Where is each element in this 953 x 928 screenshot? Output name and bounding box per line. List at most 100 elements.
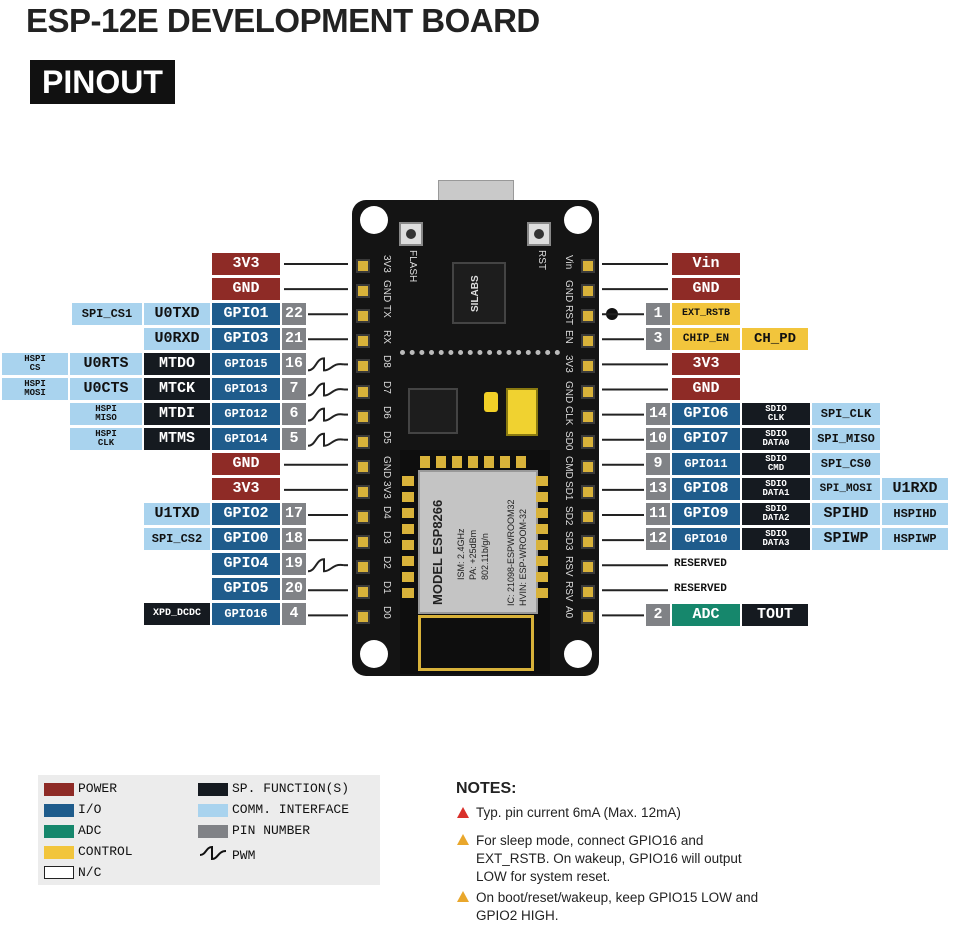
ctrl-ch-pd: CH_PD (742, 328, 808, 350)
pinnum-18: 18 (282, 528, 306, 550)
pin-gnd-top-left: GND (212, 278, 280, 300)
reserved-1: RESERVED (674, 558, 727, 570)
reset-button[interactable] (527, 222, 551, 246)
usb-uart-chip (452, 262, 506, 324)
pwm-icon (307, 432, 345, 447)
warning-red-icon (457, 807, 469, 818)
sp-tout: TOUT (742, 604, 808, 626)
io-gpio0: GPIO0 (212, 528, 280, 550)
io-gpio15: GPIO15 (212, 353, 280, 375)
mount-hole (564, 640, 592, 668)
pinnum-10: 10 (646, 428, 670, 450)
pinnum-5: 5 (282, 428, 306, 450)
module-pad (536, 556, 548, 566)
header-pin-right (581, 384, 595, 399)
comm-hspihd: HSPIHD (882, 503, 948, 525)
flash-button[interactable] (399, 222, 423, 246)
sp-mtms: MTMS (144, 428, 210, 450)
legend-comm: COMM. INTERFACE (232, 802, 350, 817)
module-pad (452, 456, 462, 468)
header-pin-right (581, 510, 595, 524)
comm-spi-miso: SPI_MISO (812, 428, 880, 450)
sp-xpd-dcdc: XPD_DCDC (144, 603, 210, 625)
pinnum-2: 2 (646, 604, 670, 626)
pinnum-22: 22 (282, 303, 306, 325)
warning-orange-icon (457, 891, 469, 902)
comm-spihd: SPIHD (812, 503, 880, 525)
io-gpio11: GPIO11 (672, 453, 740, 475)
module-pad (402, 524, 414, 534)
sp-mtdo: MTDO (144, 353, 210, 375)
legend-swatch-power (44, 783, 74, 796)
io-gpio1: GPIO1 (212, 303, 280, 325)
pin-gnd-top-right: GND (672, 278, 740, 300)
pinnum-20: 20 (282, 578, 306, 600)
comm-u0cts: U0CTS (70, 378, 142, 400)
pin-3v3-top-left: 3V3 (212, 253, 280, 275)
header-pin-right (581, 535, 595, 550)
pin-vin-right: Vin (672, 253, 740, 275)
legend: POWER I/O ADC CONTROL N/C SP. FUNCTION(S… (38, 775, 380, 885)
pinnum-6: 6 (282, 403, 306, 425)
module-pad (402, 556, 414, 566)
header-pin-right (581, 434, 595, 449)
pinnum-21: 21 (282, 328, 306, 350)
module-pad (536, 492, 548, 502)
module-pad (402, 476, 414, 486)
header-pin-right (581, 459, 595, 474)
header-pin-left (356, 334, 370, 349)
comm-spi-cs0: SPI_CS0 (812, 453, 880, 475)
module-shield (418, 470, 538, 614)
pinnum-3: 3 (646, 328, 670, 350)
regulator (408, 388, 458, 434)
header-pin-right (581, 284, 595, 299)
capacitor (484, 392, 498, 412)
note-3: On boot/reset/wakeup, keep GPIO15 LOW an… (476, 890, 759, 923)
pwm-icon (307, 558, 345, 573)
io-gpio3: GPIO3 (212, 328, 280, 350)
pwm-icon (307, 407, 345, 422)
smd-row (400, 350, 560, 363)
header-pin-left (356, 409, 370, 424)
pin-3v3-right: 3V3 (672, 353, 740, 375)
header-pin-left (356, 284, 370, 299)
header-pin-left (356, 434, 370, 449)
pinnum-9: 9 (646, 453, 670, 475)
module-pad (420, 456, 430, 468)
module-pad (536, 508, 548, 518)
pinout-heading: PINOUT (30, 60, 175, 104)
io-gpio8: GPIO8 (672, 478, 740, 500)
pinnum-13: 13 (646, 478, 670, 500)
module-pad (436, 456, 446, 468)
legend-swatch-adc (44, 825, 74, 838)
header-pin-right (581, 610, 595, 625)
module-pad (536, 572, 548, 582)
module-pad (484, 456, 494, 468)
comm-hspiwp: HSPIWP (882, 528, 948, 550)
mount-hole (564, 206, 592, 234)
pin-gnd-mid-right: GND (672, 378, 740, 400)
mount-hole (360, 206, 388, 234)
page-title: ESP-12E DEVELOPMENT BOARD (26, 2, 540, 39)
module-pad (402, 492, 414, 502)
warning-orange-icon (457, 834, 469, 845)
legend-swatch-control (44, 846, 74, 859)
reserved-2: RESERVED (674, 583, 727, 595)
pinnum-14: 14 (646, 403, 670, 425)
header-pin-right (581, 409, 595, 424)
note-1: Typ. pin current 6mA (Max. 12mA) (476, 805, 681, 820)
header-pin-right (581, 309, 595, 324)
module-pad (402, 540, 414, 550)
header-pin-left (356, 560, 370, 575)
comm-u1rxd: U1RXD (882, 478, 948, 500)
ctrl-ext-rstb: EXT_RSTB (672, 303, 740, 325)
mount-hole (360, 640, 388, 668)
pwm-icon (307, 382, 345, 397)
legend-control: CONTROL (78, 844, 133, 859)
sp-mtdi: MTDI (144, 403, 210, 425)
antenna-trace (418, 615, 534, 671)
header-pin-right (581, 484, 595, 499)
sp-u0txd: U0TXD (144, 303, 210, 325)
